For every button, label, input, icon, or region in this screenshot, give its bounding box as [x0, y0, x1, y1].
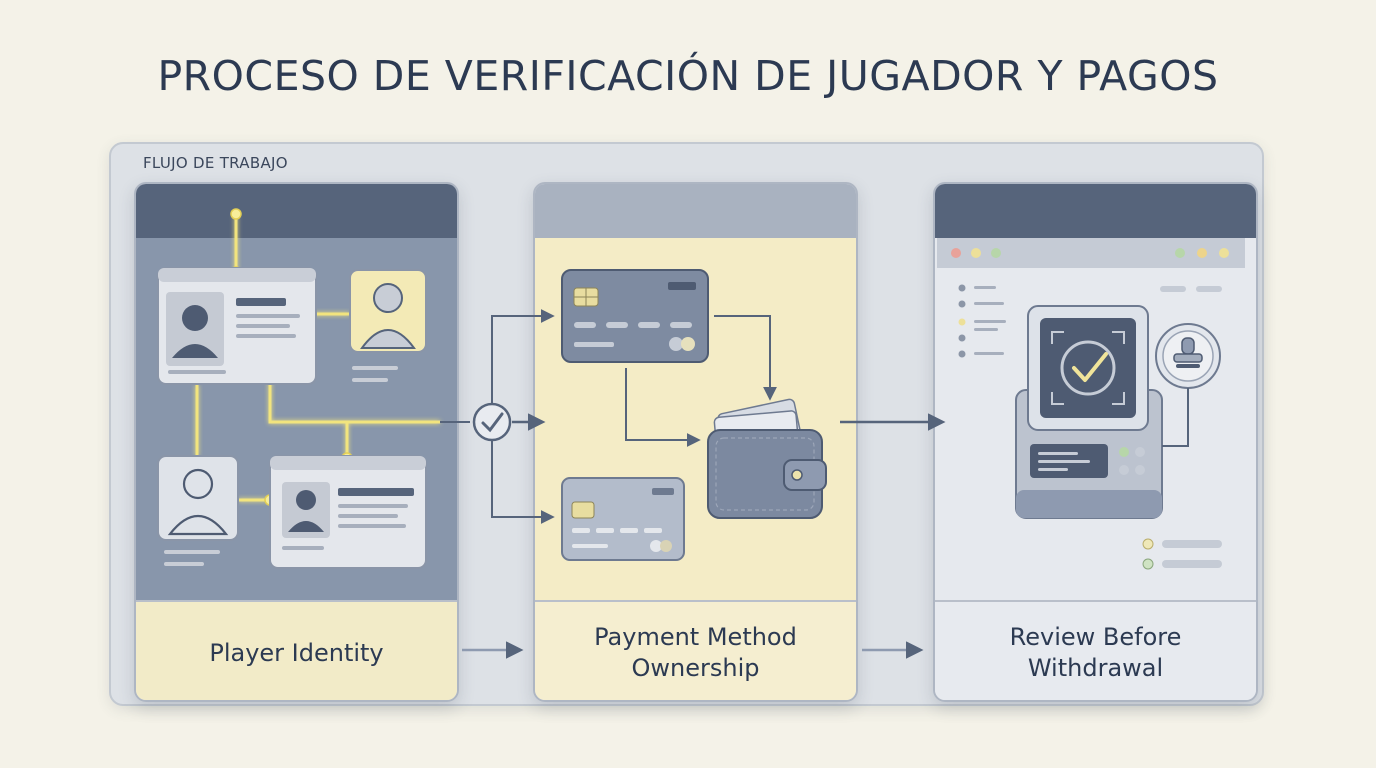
- credit-card-icon: [561, 269, 709, 363]
- id-card-icon: [269, 455, 427, 569]
- step-panel-footer: Player Identity: [136, 600, 457, 700]
- step-label-payment-method: Payment Method Ownership: [594, 623, 797, 682]
- credit-card-icon: [561, 477, 685, 561]
- user-avatar-icon: [157, 455, 239, 566]
- log-list: [958, 284, 1222, 358]
- identity-connector-lines: [195, 214, 440, 502]
- verified-check-icon: [1027, 305, 1149, 431]
- step-panel-header: [935, 184, 1256, 238]
- branch-arrows: [491, 309, 555, 524]
- step-panel-header: [535, 184, 856, 238]
- id-card-icon: [157, 267, 317, 385]
- user-avatar-icon: [349, 269, 427, 382]
- workflow-frame-label: FLUJO DE TRABAJO: [143, 154, 288, 172]
- step-label-review: Review Before Withdrawal: [1009, 623, 1182, 682]
- page-title: PROCESO DE VERIFICACIÓN DE JUGADOR Y PAG…: [157, 52, 1219, 100]
- checkpoint-check-icon: [440, 402, 546, 442]
- step-panel-header: [136, 184, 457, 238]
- status-list: [1142, 538, 1222, 570]
- wallet-icon: [707, 398, 827, 519]
- approval-stamp-icon: [1155, 323, 1221, 447]
- step-panel-footer: Payment Method Ownership: [535, 600, 856, 700]
- step-panel-footer: Review Before Withdrawal: [935, 600, 1256, 700]
- flow-arrows: [625, 315, 777, 447]
- step-label-player-identity: Player Identity: [209, 638, 384, 667]
- app-window-bar: [937, 238, 1245, 268]
